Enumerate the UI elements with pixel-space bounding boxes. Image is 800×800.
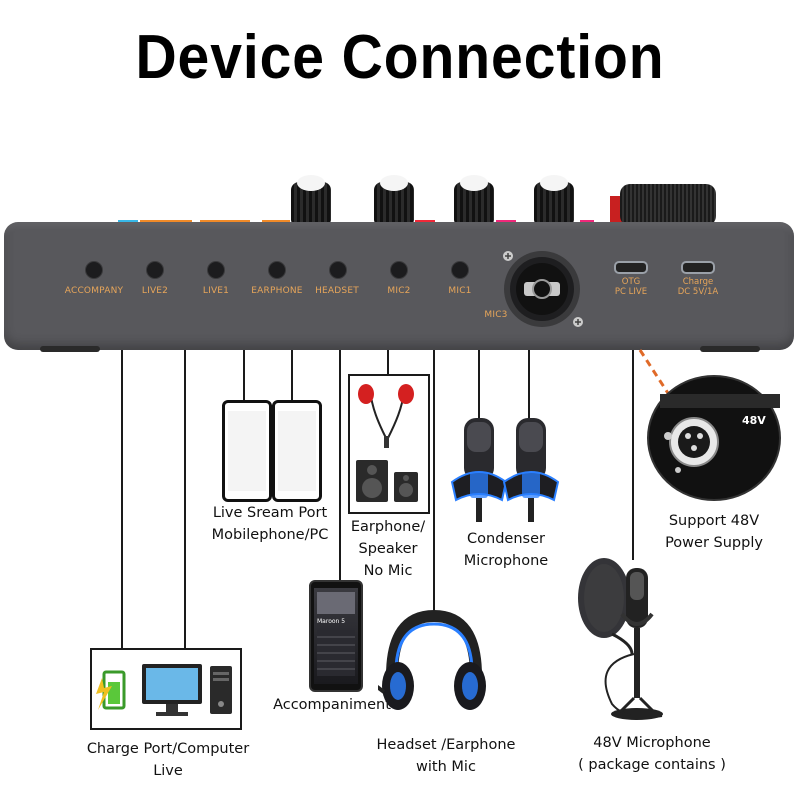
badge-48v: 48V bbox=[742, 414, 766, 427]
port-label: ACCOMPANY bbox=[64, 286, 124, 296]
port-label: LIVE1 bbox=[202, 286, 230, 296]
connection-line bbox=[184, 350, 186, 648]
jack-live1[interactable] bbox=[207, 261, 225, 279]
port-label: MIC2 bbox=[387, 286, 411, 296]
label-line: ( package contains ) bbox=[578, 757, 726, 773]
usb-c-otg-port[interactable] bbox=[614, 261, 648, 274]
label-line: Mobilephone/PC bbox=[211, 527, 329, 543]
port-label: MIC1 bbox=[448, 286, 472, 296]
xlr-combo-jack[interactable] bbox=[496, 244, 596, 332]
label-line: with Mic bbox=[416, 759, 476, 775]
usb-label-line: Charge bbox=[682, 277, 714, 287]
label-support-48v: Support 48V Power Supply bbox=[652, 510, 776, 554]
port-label: EARPHONE bbox=[251, 286, 303, 296]
label-line: Microphone bbox=[463, 553, 549, 569]
label-line: Power Supply bbox=[665, 535, 763, 551]
device-foot bbox=[700, 346, 760, 352]
speaker-icon bbox=[356, 460, 418, 502]
label-line: Live bbox=[153, 763, 183, 779]
jack-mic1[interactable] bbox=[451, 261, 469, 279]
master-knob[interactable] bbox=[620, 184, 716, 226]
usb-label-line: OTG bbox=[621, 277, 641, 287]
label-line: Earphone/ bbox=[350, 519, 426, 535]
phone-screen: Maroon 5 bbox=[314, 588, 358, 684]
phone-image bbox=[222, 400, 272, 502]
phone-app-artist: Maroon 5 bbox=[317, 618, 346, 625]
label-line: No Mic bbox=[363, 563, 413, 579]
jack-headset[interactable] bbox=[329, 261, 347, 279]
label-condenser: Condenser Microphone bbox=[444, 528, 568, 572]
label-line: Charge Port/Computer bbox=[86, 741, 250, 757]
knob-cap bbox=[380, 175, 408, 191]
connection-line bbox=[478, 350, 480, 418]
label-line: Speaker bbox=[358, 541, 418, 557]
phone-image bbox=[272, 400, 322, 502]
connection-line bbox=[528, 350, 530, 418]
device-foot bbox=[40, 346, 100, 352]
port-label: LIVE2 bbox=[141, 286, 169, 296]
label-earphone-speaker: Earphone/ Speaker No Mic bbox=[336, 516, 440, 582]
jack-accompany[interactable] bbox=[85, 261, 103, 279]
page-title: Device Connection bbox=[135, 23, 665, 92]
usb-label: Charge DC 5V/1A bbox=[664, 277, 732, 297]
label-line: Condenser bbox=[467, 531, 545, 547]
accompaniment-phone: Maroon 5 bbox=[309, 580, 363, 692]
usb-label: OTG PC LIVE bbox=[600, 277, 662, 297]
label-line: Support 48V bbox=[668, 513, 760, 529]
knob-cap bbox=[297, 175, 325, 191]
label-48v-microphone: 48V Microphone ( package contains ) bbox=[560, 732, 744, 776]
jack-earphone[interactable] bbox=[268, 261, 286, 279]
condenser-microphone-icon bbox=[450, 418, 560, 522]
label-headset: Headset /Earphone with Mic bbox=[360, 734, 532, 778]
studio-microphone-icon bbox=[578, 558, 663, 720]
connection-line bbox=[243, 350, 245, 404]
knob-cap bbox=[460, 175, 488, 191]
jack-mic2[interactable] bbox=[390, 261, 408, 279]
label-live-stream: Live Sream Port Mobilephone/PC bbox=[190, 502, 350, 546]
jack-live2[interactable] bbox=[146, 261, 164, 279]
computer-tower-icon bbox=[210, 666, 232, 714]
label-line: 48V Microphone bbox=[593, 735, 711, 751]
connection-line bbox=[339, 350, 341, 582]
computer-monitor-icon bbox=[142, 664, 202, 716]
connection-line bbox=[433, 350, 435, 618]
usb-c-charge-port[interactable] bbox=[681, 261, 715, 274]
connection-line bbox=[291, 350, 293, 404]
album-art bbox=[317, 592, 355, 614]
sound-card-body bbox=[4, 222, 794, 350]
port-label-mic3: MIC3 bbox=[484, 310, 508, 320]
connection-line bbox=[387, 350, 389, 376]
connection-line bbox=[121, 350, 123, 648]
earphone-icon bbox=[358, 384, 414, 448]
usb-label-line: DC 5V/1A bbox=[677, 287, 719, 297]
side-tab bbox=[610, 196, 622, 224]
headset-icon bbox=[378, 609, 486, 710]
battery-icon bbox=[96, 670, 126, 710]
label-accompaniment: Accompaniment bbox=[273, 697, 391, 713]
port-label: HEADSET bbox=[315, 286, 359, 296]
label-line: Headset /Earphone bbox=[376, 737, 516, 753]
label-line: Live Sream Port bbox=[212, 505, 328, 521]
track-list bbox=[317, 630, 355, 676]
knob-cap bbox=[540, 175, 568, 191]
xlr-48v-zoom bbox=[647, 375, 781, 501]
label-charge-port: Charge Port/Computer Live bbox=[70, 738, 266, 782]
connection-line bbox=[632, 350, 634, 560]
usb-label-line: PC LIVE bbox=[614, 287, 648, 297]
